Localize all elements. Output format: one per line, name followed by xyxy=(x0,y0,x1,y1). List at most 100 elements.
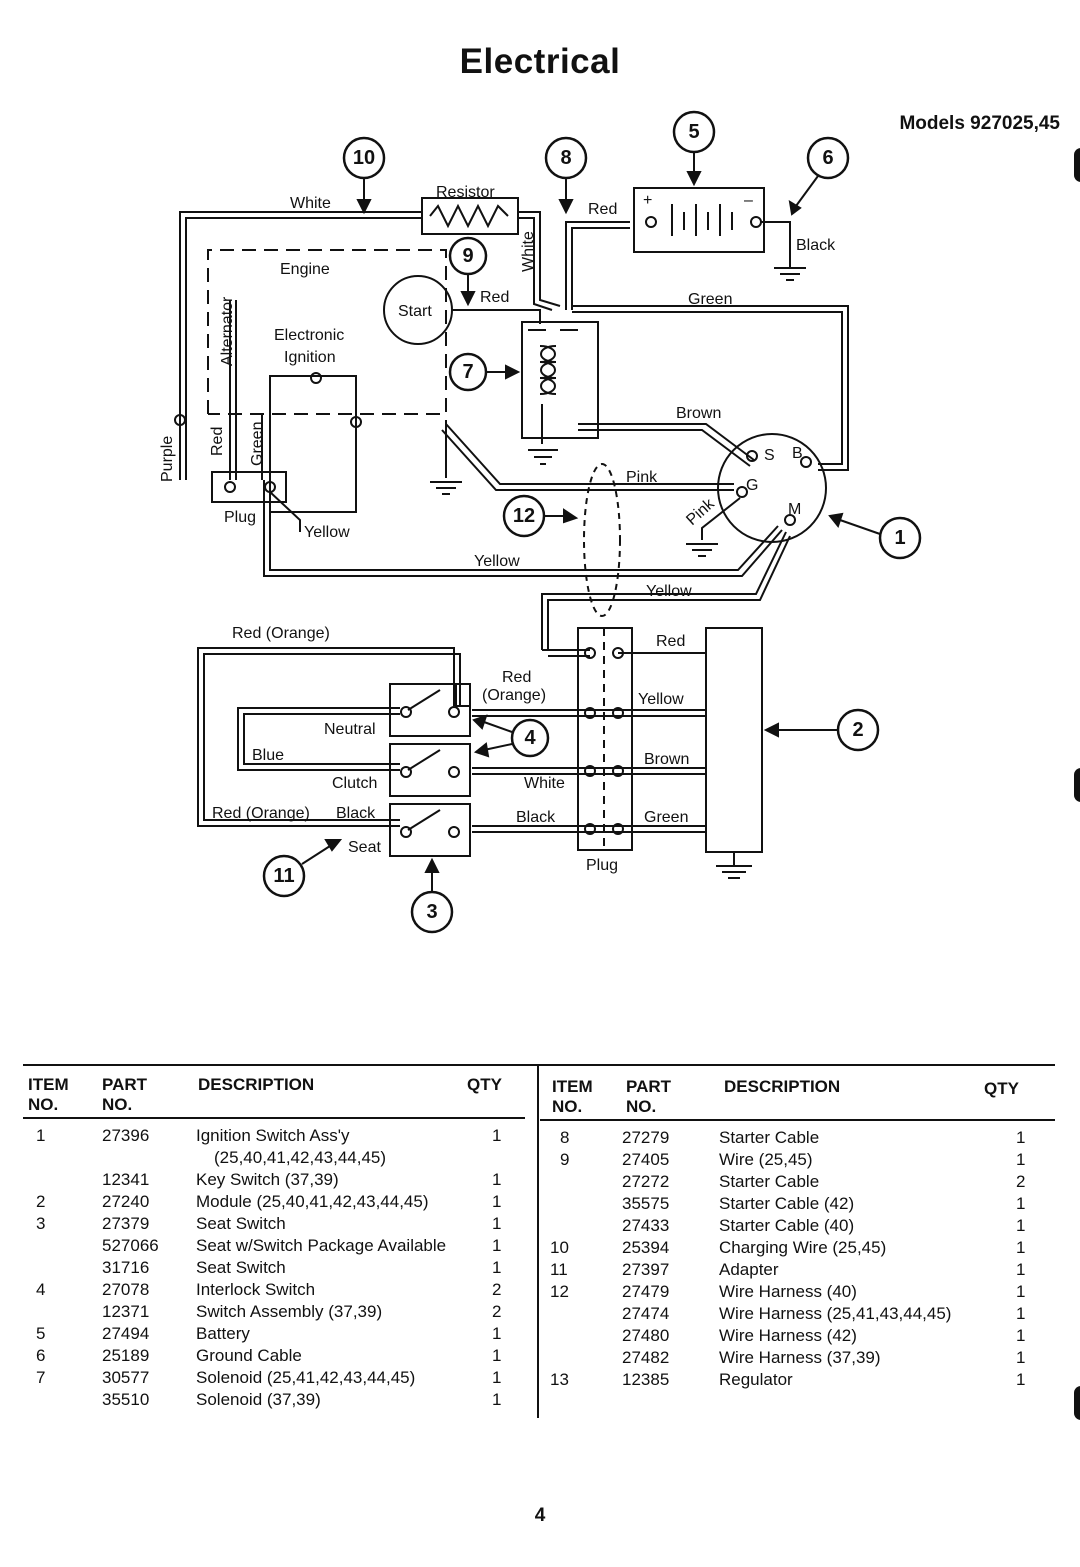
cell-qty: 1 xyxy=(1016,1194,1026,1213)
cell-qty: 1 xyxy=(492,1258,502,1277)
cell-part: 27494 xyxy=(102,1324,150,1343)
cell-description: Wire Harness (37,39) xyxy=(719,1348,881,1367)
label-black-mid: Black xyxy=(516,809,556,826)
callout-11: 11 xyxy=(273,865,294,887)
cell-part: 27480 xyxy=(622,1326,670,1345)
cell-item: 10 xyxy=(550,1238,569,1257)
table-row: 7 30577 Solenoid (25,41,42,43,44,45) 1 xyxy=(0,1367,520,1389)
callout-9: 9 xyxy=(462,245,473,267)
left-header-qty: QTY xyxy=(467,1075,502,1094)
cell-part: 12371 xyxy=(102,1302,150,1321)
cell-description: Key Switch (37,39) xyxy=(196,1170,339,1189)
cell-item: 11 xyxy=(550,1260,568,1279)
table-row: 27480 Wire Harness (42) 1 xyxy=(0,1325,1060,1347)
table-row: 27272 Starter Cable 2 xyxy=(0,1171,1060,1193)
table-row: 11 27397 Adapter 1 xyxy=(0,1259,1060,1281)
neutral-switch xyxy=(389,683,471,737)
cell-description: Starter Cable xyxy=(719,1128,820,1147)
cell-qty: 1 xyxy=(1016,1150,1026,1169)
cell-description: Seat Switch xyxy=(196,1258,286,1277)
callout-1: 1 xyxy=(894,527,905,549)
label-switch-g: G xyxy=(746,477,758,494)
label-green-right: Green xyxy=(644,809,688,826)
left-header-description: DESCRIPTION xyxy=(198,1075,315,1094)
label-switch-m: M xyxy=(788,501,801,518)
table-row: 27474 Wire Harness (25,41,43,44,45) 1 xyxy=(0,1303,1060,1325)
label-plug-bottom: Plug xyxy=(586,857,618,874)
page-number: 4 xyxy=(534,1505,546,1526)
cell-qty: 1 xyxy=(492,1368,502,1387)
right-header-item-line2: NO. xyxy=(552,1097,583,1116)
table-row: 27482 Wire Harness (37,39) 1 xyxy=(0,1347,1060,1369)
label-start: Start xyxy=(398,303,432,320)
right-header-part: PART NO. xyxy=(626,1077,671,1117)
table-rules xyxy=(23,1064,1055,1418)
callout-3: 3 xyxy=(426,901,437,923)
cell-qty: 1 xyxy=(1016,1216,1026,1235)
cell-qty: 1 xyxy=(1016,1326,1026,1345)
right-header-part-line1: PART xyxy=(626,1077,672,1096)
callout-2: 2 xyxy=(852,719,863,741)
cell-description: Adapter xyxy=(719,1260,779,1279)
table-row: 4 27078 Interlock Switch 2 xyxy=(0,1279,520,1301)
label-white-top: White xyxy=(290,195,331,212)
models-label: Models 927025,45 xyxy=(899,113,1060,134)
cell-description: Switch Assembly (37,39) xyxy=(196,1302,383,1321)
label-red-start: Red xyxy=(480,289,509,306)
left-header-part: PART NO. xyxy=(102,1075,147,1115)
label-orange-mid: (Orange) xyxy=(482,687,546,704)
cell-qty: 1 xyxy=(1016,1282,1026,1301)
cell-item: 9 xyxy=(560,1150,570,1169)
label-red-mid: Red xyxy=(502,669,531,686)
callout-4: 4 xyxy=(524,727,536,749)
label-plug-left: Plug xyxy=(224,509,256,526)
right-header-qty: QTY xyxy=(984,1079,1019,1098)
table-row: 12341 Key Switch (37,39) 1 xyxy=(0,1169,520,1191)
left-header-item-line1: ITEM xyxy=(28,1075,69,1094)
label-electronic: Electronic xyxy=(274,327,344,344)
cell-part: 27474 xyxy=(622,1304,670,1323)
label-red-vertical: Red xyxy=(209,427,226,456)
table-row: 3 27379 Seat Switch 1 xyxy=(0,1213,520,1235)
label-neutral: Neutral xyxy=(324,721,376,738)
label-blue: Blue xyxy=(252,747,284,764)
label-ignition: Ignition xyxy=(284,349,336,366)
label-red-orange-bottom: Red (Orange) xyxy=(212,805,310,822)
cell-description: Starter Cable (42) xyxy=(719,1194,855,1213)
cell-item: 5 xyxy=(36,1324,46,1343)
engine-boundary xyxy=(207,249,447,415)
table-row: 31716 Seat Switch 1 xyxy=(0,1257,520,1279)
label-switch-b: B xyxy=(792,445,803,462)
cell-part: 30577 xyxy=(102,1368,150,1387)
electronic-ignition-module xyxy=(269,375,357,513)
table-row: 5 27494 Battery 1 xyxy=(0,1323,520,1345)
cell-part: 27379 xyxy=(102,1214,150,1233)
binding-hole-mark xyxy=(1074,768,1080,802)
table-row: 13 12385 Regulator 1 xyxy=(0,1369,1060,1391)
label-yellow-right: Yellow xyxy=(638,691,684,708)
label-purple: Purple xyxy=(159,436,176,482)
seat-switch xyxy=(389,803,471,857)
cell-qty: 1 xyxy=(1016,1128,1026,1147)
cell-qty: 1 xyxy=(1016,1238,1026,1257)
label-black-battery: Black xyxy=(796,237,836,254)
cell-qty: 1 xyxy=(492,1214,502,1233)
cell-qty: 1 xyxy=(492,1324,502,1343)
table-row: 35575 Starter Cable (42) 1 xyxy=(0,1193,1060,1215)
cell-qty: 1 xyxy=(1016,1304,1026,1323)
cell-item: 7 xyxy=(36,1368,46,1387)
battery xyxy=(633,187,765,253)
table-row: 6 25189 Ground Cable 1 xyxy=(0,1345,520,1367)
label-clutch: Clutch xyxy=(332,775,377,792)
cell-part: 12341 xyxy=(102,1170,150,1189)
callout-5: 5 xyxy=(688,121,699,143)
label-black-left: Black xyxy=(336,805,376,822)
cell-part: 25394 xyxy=(622,1238,670,1257)
callout-8: 8 xyxy=(560,147,571,169)
table-row: 10 25394 Charging Wire (25,45) 1 xyxy=(0,1237,1060,1259)
table-row: 12 27479 Wire Harness (40) 1 xyxy=(0,1281,1060,1303)
label-green: Green xyxy=(688,291,732,308)
label-red-right: Red xyxy=(656,633,685,650)
left-header-part-line2: NO. xyxy=(102,1095,133,1114)
cell-part: 527066 xyxy=(102,1236,159,1255)
